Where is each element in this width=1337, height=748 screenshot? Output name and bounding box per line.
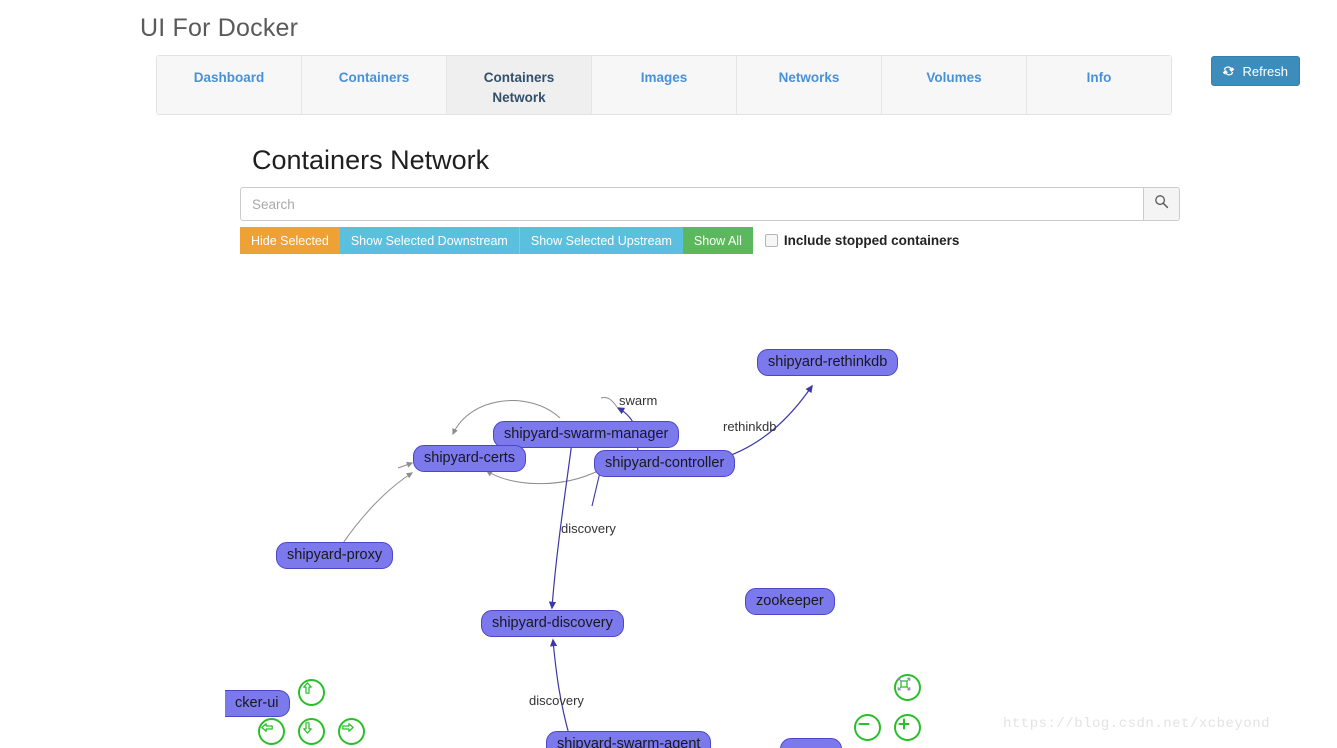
tab-label: Containers [483, 70, 555, 85]
checkbox-label: Include stopped containers [783, 233, 960, 248]
tab-label: Images [640, 70, 688, 85]
pan-down-icon[interactable] [298, 718, 325, 745]
app-title: UI For Docker [140, 14, 299, 42]
tab-label: Info [1086, 70, 1112, 85]
page-title: Containers Network [252, 145, 490, 175]
pan-up-icon[interactable] [298, 679, 325, 706]
search-button[interactable] [1143, 187, 1180, 221]
tab-label: Dashboard [193, 70, 265, 85]
edge-label-swarm: swarm [619, 393, 658, 408]
pan-right-icon[interactable] [338, 718, 365, 745]
filter-button-row: Hide Selected Show Selected Downstream S… [240, 227, 959, 254]
search-bar [240, 187, 1180, 221]
tab-label: Containers [338, 70, 410, 85]
zoom-in-icon[interactable] [894, 714, 921, 741]
include-stopped-containers-checkbox[interactable]: Include stopped containers [764, 233, 960, 248]
tab-volumes[interactable]: Volumes [882, 56, 1027, 114]
edge-label-discovery: discovery [529, 693, 584, 708]
containers-network-graph[interactable]: shipyard-rethinkdb shipyard-swarm-manage… [0, 268, 1337, 748]
show-selected-upstream-button[interactable]: Show Selected Upstream [518, 227, 683, 254]
tab-label: Networks [778, 70, 840, 85]
graph-edges [340, 384, 813, 739]
hide-selected-button[interactable]: Hide Selected [240, 227, 340, 254]
graph-node-shipyard-discovery[interactable]: shipyard-discovery [481, 610, 624, 637]
graph-node-shipyard-proxy[interactable]: shipyard-proxy [276, 542, 394, 569]
edge-label-rethinkdb: rethinkdb [723, 419, 777, 434]
tab-info[interactable]: Info [1027, 56, 1171, 114]
zoom-out-icon[interactable] [854, 714, 881, 741]
search-icon [1154, 194, 1169, 214]
graph-node-shipyard-swarm-manager[interactable]: shipyard-swarm-manager [493, 421, 680, 448]
button-label: Hide Selected [251, 233, 329, 248]
search-input[interactable] [240, 187, 1143, 221]
graph-node-shipyard-rethinkdb[interactable]: shipyard-rethinkdb [757, 349, 899, 376]
graph-node-shipyard-certs[interactable]: shipyard-certs [413, 445, 527, 472]
tab-containers[interactable]: Containers [302, 56, 447, 114]
tab-label: Volumes [926, 70, 982, 85]
edge-label-discovery: discovery [561, 521, 616, 536]
graph-node-zookeeper[interactable]: zookeeper [745, 588, 835, 615]
tab-dashboard[interactable]: Dashboard [157, 56, 302, 114]
graph-node-shipyard-swarm-agent[interactable]: shipyard-swarm-agent [546, 731, 712, 748]
refresh-button[interactable]: Refresh [1211, 56, 1300, 86]
refresh-icon [1223, 65, 1236, 78]
button-label: Show Selected Upstream [530, 233, 672, 248]
tab-bar: Dashboard Containers Containers Network … [156, 55, 1172, 115]
refresh-label: Refresh [1242, 63, 1288, 79]
tab-label-line2: Network [492, 90, 546, 105]
button-label: Show Selected Downstream [350, 233, 508, 248]
watermark: https://blog.csdn.net/xcbeyond [1003, 716, 1271, 732]
tab-networks[interactable]: Networks [737, 56, 882, 114]
button-label: Show All [693, 233, 742, 248]
pan-left-icon[interactable] [258, 718, 285, 745]
show-all-button[interactable]: Show All [682, 227, 753, 254]
checkbox-box[interactable] [764, 234, 778, 247]
fit-to-screen-icon[interactable] [894, 674, 921, 701]
graph-node-shipyard-controller[interactable]: shipyard-controller [594, 450, 736, 477]
tab-containers-network[interactable]: Containers Network [447, 56, 592, 114]
graph-node-unlabeled[interactable] [780, 738, 842, 748]
tab-images[interactable]: Images [592, 56, 737, 114]
graph-node-docker-ui[interactable]: cker-ui [225, 690, 290, 717]
show-selected-downstream-button[interactable]: Show Selected Downstream [339, 227, 519, 254]
